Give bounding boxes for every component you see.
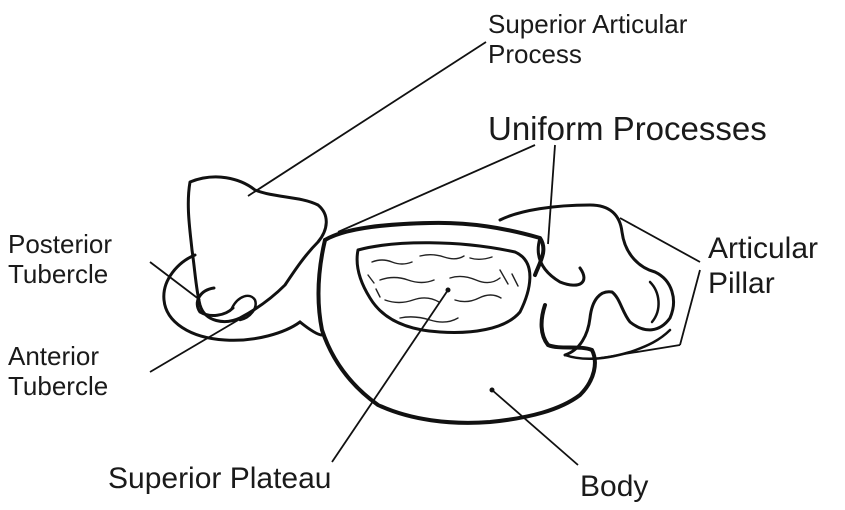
right-pillar-inner-hook: [650, 282, 659, 322]
posterior-tubercle-outline: [164, 255, 300, 340]
label-line: Posterior: [8, 230, 112, 260]
body-dot: [490, 388, 495, 393]
right-uncinate-outline: [538, 238, 584, 285]
leader-uniform-2: [548, 145, 555, 244]
label-anterior-tubercle: Anterior Tubercle: [8, 342, 108, 402]
leader-superior-articular: [248, 42, 486, 196]
label-superior-articular-process: Superior Articular Process: [488, 10, 687, 70]
leader-pillar-2: [680, 270, 700, 345]
label-body: Body: [580, 470, 648, 505]
right-lateral-mass-outline: [500, 205, 674, 355]
label-articular-pillar: Articular Pillar: [708, 232, 818, 301]
body-left-edge: [300, 322, 322, 335]
label-line: Tubercle: [8, 260, 112, 290]
label-uniform-processes: Uniform Processes: [488, 110, 767, 148]
label-line: Articular: [708, 232, 818, 267]
label-line: Superior Articular: [488, 10, 687, 40]
plateau-dot: [446, 288, 451, 293]
label-line: Tubercle: [8, 372, 108, 402]
left-lateral-mass-outline: [188, 177, 326, 322]
label-line: Anterior: [8, 342, 108, 372]
leader-body: [492, 390, 578, 465]
label-line: Pillar: [708, 267, 818, 302]
plateau-texture: [368, 255, 518, 322]
label-line: Process: [488, 40, 687, 70]
label-superior-plateau: Superior Plateau: [108, 462, 331, 497]
leader-pillar-3: [600, 345, 680, 358]
leader-anterior: [150, 316, 245, 372]
label-posterior-tubercle: Posterior Tubercle: [8, 230, 112, 290]
